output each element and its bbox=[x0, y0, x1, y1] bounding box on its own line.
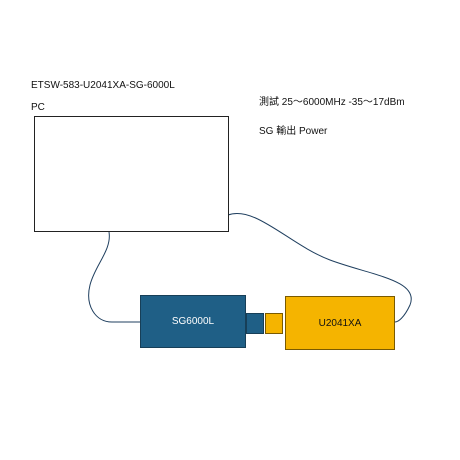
u2041xa-box: U2041XA bbox=[285, 296, 395, 350]
sg6000l-box: SG6000L bbox=[140, 295, 246, 348]
sg6000l-label: SG6000L bbox=[171, 316, 215, 327]
test-spec-note: 測試 25～6000MHz -35～17dBm bbox=[259, 97, 405, 108]
output-power-note: SG 輸出 Power bbox=[259, 126, 328, 137]
cable-pc-to-u2041xa bbox=[227, 212, 412, 323]
diagram-title: ETSW-583-U2041XA-SG-6000L bbox=[31, 80, 175, 91]
cable-pc-to-sg6000l bbox=[88, 231, 140, 323]
adapter-connector bbox=[246, 313, 264, 334]
u2041xa-label: U2041XA bbox=[318, 317, 362, 329]
pc-label: PC bbox=[31, 102, 45, 113]
coupler-connector bbox=[265, 313, 283, 334]
pc-box bbox=[34, 116, 229, 232]
